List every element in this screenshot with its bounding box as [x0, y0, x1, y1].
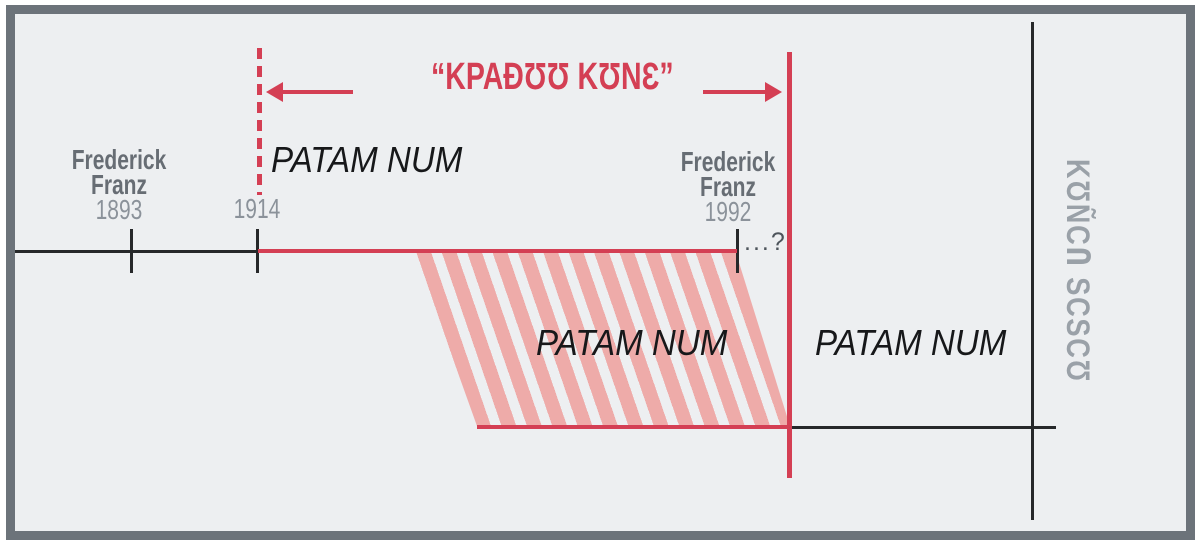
tick-1914	[256, 229, 259, 273]
era-title: “KPAĐƱƱ KƱNƐ”	[431, 56, 674, 98]
person-end-year: 1992	[704, 196, 752, 227]
label-patam-top-left: PATAM NUM	[271, 139, 463, 180]
boundary-line-red	[787, 52, 792, 478]
person-end-line2: Franz	[699, 171, 757, 202]
timeline-line	[15, 250, 258, 253]
person-end-label: Frederick Franz 1992	[672, 146, 785, 227]
timeline-red-segment	[258, 249, 737, 253]
right-axis-line	[1031, 22, 1034, 520]
hatched-era-region	[415, 253, 790, 426]
continuation-label: ...?	[744, 228, 787, 256]
side-vertical-label: KƱÑCՈ SCSCƱ	[1060, 158, 1096, 384]
era-start-year-label: 1914	[233, 193, 281, 224]
person-start-line2: Franz	[90, 169, 148, 200]
tick-1893	[130, 229, 133, 273]
tick-1992	[736, 229, 739, 273]
arrow-right-icon	[765, 82, 782, 102]
dashed-line-1914	[257, 48, 262, 195]
person-start-line1: Frederick	[71, 144, 167, 175]
arrow-right-shaft	[703, 90, 767, 94]
label-patam-hatch: PATAM NUM	[536, 322, 728, 363]
arrow-left-shaft	[281, 90, 353, 94]
person-start-label: Frederick Franz 1893	[63, 144, 176, 225]
person-start-year: 1893	[95, 194, 143, 225]
hatch-bottom-edge	[477, 425, 790, 429]
lower-right-line	[792, 426, 1056, 429]
label-patam-right: PATAM NUM	[815, 322, 1007, 363]
arrow-left-icon	[266, 82, 283, 102]
person-end-line1: Frederick	[680, 146, 776, 177]
